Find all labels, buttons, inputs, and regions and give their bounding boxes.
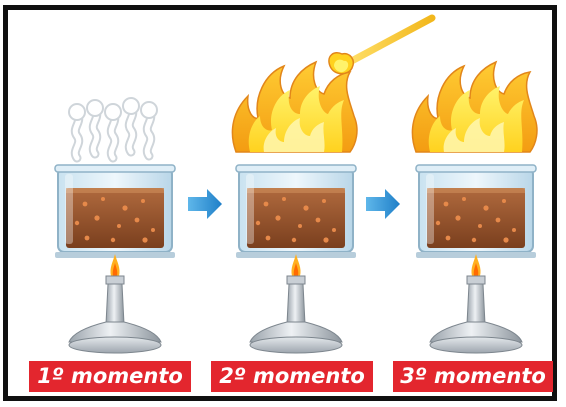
arrow-right-icon bbox=[188, 189, 222, 219]
beaker-1 bbox=[55, 165, 175, 258]
arrow-right-icon bbox=[366, 189, 400, 219]
lit-match-icon bbox=[329, 18, 432, 74]
label-moment-1: 1º momento bbox=[29, 361, 191, 392]
beaker-2 bbox=[236, 165, 356, 258]
label-moment-3: 3º momento bbox=[393, 361, 553, 392]
burner-3 bbox=[430, 254, 522, 353]
label-moment-2: 2º momento bbox=[211, 361, 373, 392]
flames-3 bbox=[412, 62, 537, 152]
burner-2 bbox=[250, 254, 342, 353]
beaker-3 bbox=[416, 165, 536, 258]
burner-1 bbox=[69, 254, 161, 353]
steam-vapor bbox=[69, 98, 157, 158]
flames-2 bbox=[232, 62, 357, 152]
